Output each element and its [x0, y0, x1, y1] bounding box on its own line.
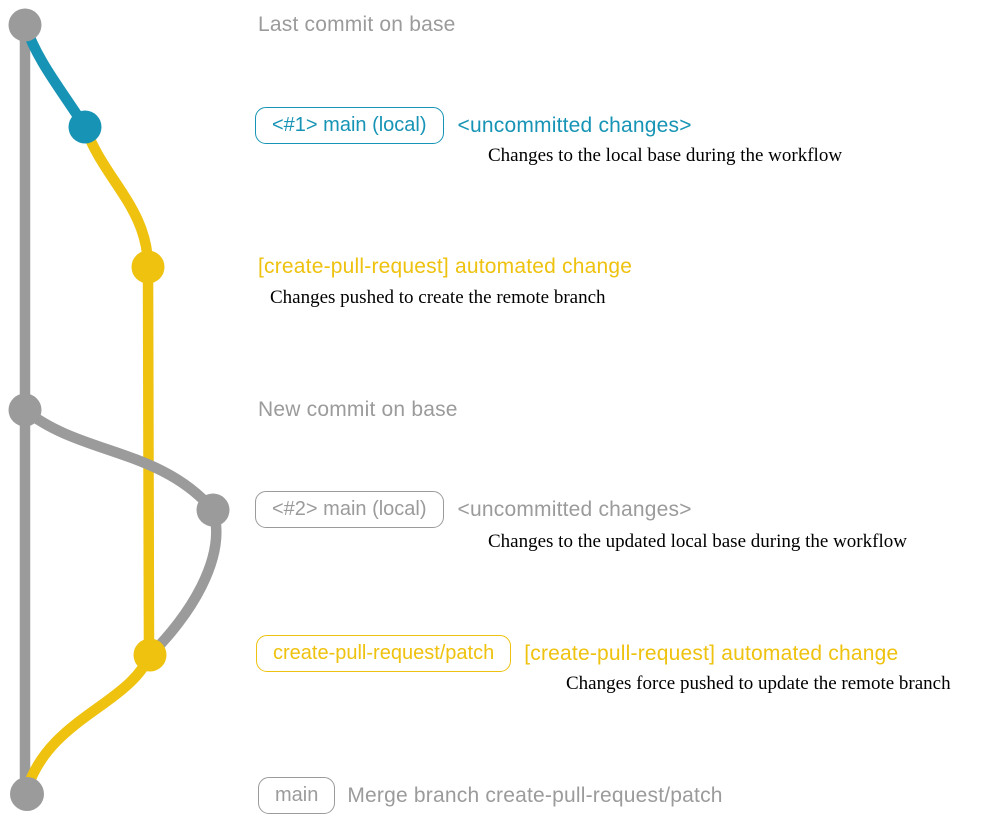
badge-patch-branch: create-pull-request/patch	[256, 635, 512, 672]
commit-node-local-1	[68, 110, 102, 144]
uncommitted-changes-desc-2: Changes to the updated local base during…	[488, 531, 907, 552]
badge-main: main	[258, 777, 336, 814]
badge-main-local-2: <#2> main (local)	[255, 491, 444, 528]
new-commit-label: New commit on base	[258, 398, 458, 421]
commit-node-new-base	[8, 393, 42, 427]
automated-change-title-2: [create-pull-request] automated change	[524, 641, 899, 665]
automated-change-title-1: [create-pull-request] automated change	[258, 255, 633, 278]
last-commit-label: Last commit on base	[258, 13, 456, 36]
commit-node-local-2	[196, 493, 230, 527]
local-changes-edge-1	[19, 19, 91, 133]
automated-change-desc-1: Changes pushed to create the remote bran…	[270, 287, 606, 308]
uncommitted-changes-title-2: <uncommitted changes>	[457, 497, 692, 521]
commit-node-automated-1	[131, 250, 165, 284]
commit-node-merge	[10, 777, 44, 811]
commit-node-last-base	[8, 8, 42, 42]
merge-branch-label: Merge branch create-pull-request/patch	[347, 783, 723, 807]
automated-change-desc-2: Changes force pushed to update the remot…	[566, 673, 951, 694]
local-changes-edge-2	[19, 404, 222, 661]
badge-main-local-1: <#1> main (local)	[255, 107, 444, 144]
merge-edge	[20, 649, 156, 798]
patch-branch-edge	[79, 121, 155, 656]
commit-node-automated-2	[133, 638, 167, 672]
uncommitted-changes-title-1: <uncommitted changes>	[457, 113, 692, 137]
uncommitted-changes-desc-1: Changes to the local base during the wor…	[488, 145, 843, 166]
